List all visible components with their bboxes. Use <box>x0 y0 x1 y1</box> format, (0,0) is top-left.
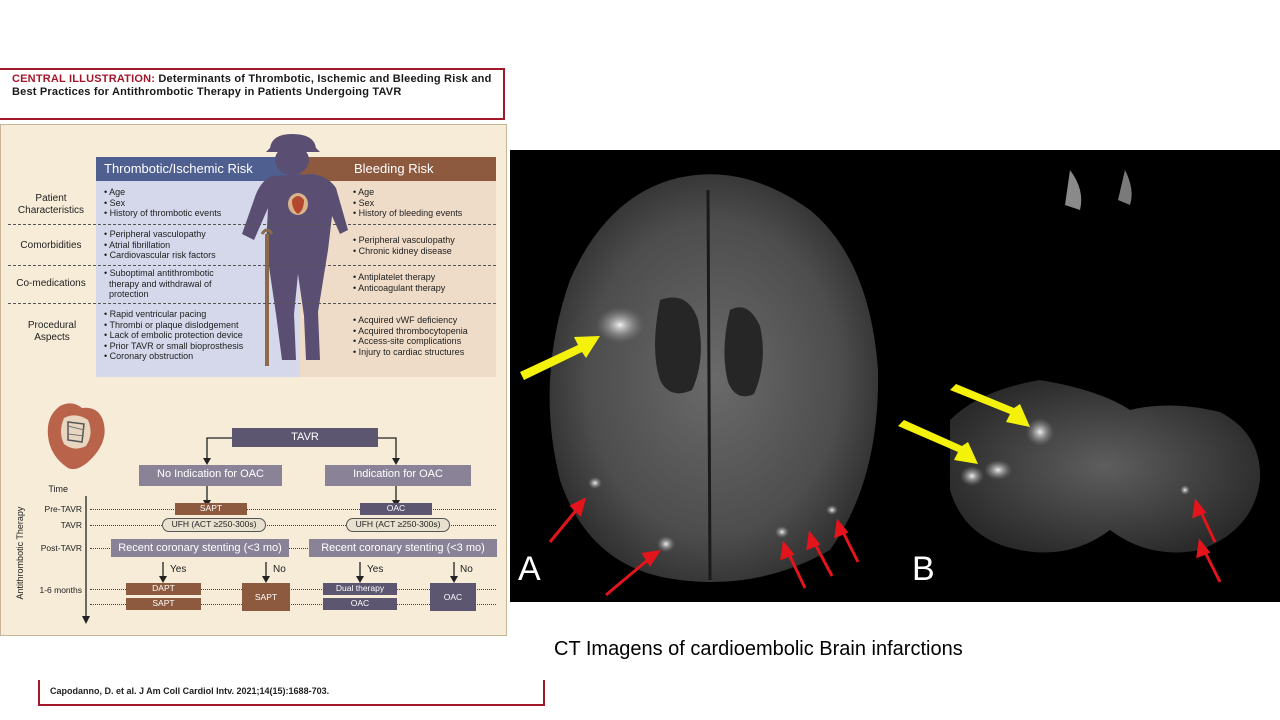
panel-label-b: B <box>912 550 935 588</box>
list-item: • Rapid ventricular pacing <box>104 309 207 319</box>
illustration-title: CENTRAL ILLUSTRATION: Determinants of Th… <box>12 73 492 99</box>
indication-oac-box: Indication for OAC <box>325 465 471 486</box>
time-row-tavr: TAVR <box>60 520 82 530</box>
right-no-oac: OAC <box>430 583 476 611</box>
right-pre-tavr-oac: OAC <box>360 503 432 515</box>
ct-brain-image: A B <box>510 150 1280 602</box>
left-pre-tavr-sapt: SAPT <box>175 503 247 515</box>
list-item: • Chronic kidney disease <box>353 245 452 256</box>
header-thrombotic-risk: Thrombotic/Ischemic Risk <box>96 157 302 181</box>
title-body: Determinants of Thrombotic, Ischemic and… <box>12 73 492 98</box>
right-recent-stenting: Recent coronary stenting (<3 mo) <box>309 539 497 557</box>
right-no-label: No <box>460 564 473 575</box>
yellow-arrows <box>520 336 1030 464</box>
list-item: • Acquired vWF deficiency <box>353 315 458 325</box>
time-label: Time <box>48 484 68 494</box>
panel-label-a: A <box>518 550 541 588</box>
list-patient-thrombotic: • Age• Sex• History of thrombotic events <box>104 187 221 219</box>
time-gridline <box>90 525 496 526</box>
list-comedications-bleeding: • Antiplatelet therapy• Anticoagulant th… <box>353 272 445 293</box>
right-yes-oac: OAC <box>323 598 397 610</box>
list-item: • Antiplatelet therapy <box>353 272 436 282</box>
right-yes-dual-therapy: Dual therapy <box>323 583 397 595</box>
no-indication-oac-box: No Indication for OAC <box>139 465 282 486</box>
list-item: • Prior TAVR or small bioprosthesis <box>104 340 244 351</box>
list-item: • Age <box>353 187 375 197</box>
left-yes-dapt: DAPT <box>126 583 201 595</box>
list-item: • Injury to cardiac structures <box>353 346 465 357</box>
title-prefix: CENTRAL ILLUSTRATION: <box>12 73 156 85</box>
list-item: • Cardiovascular risk factors <box>104 250 216 260</box>
illustration-title-frame <box>0 68 505 120</box>
list-comorbidities-bleeding: • Peripheral vasculopathy• Chronic kidne… <box>353 235 455 256</box>
row-divider <box>8 224 496 225</box>
ct-scan-graphic <box>520 170 1261 597</box>
list-item: • Lack of embolic protection device <box>104 330 243 340</box>
list-item: • Thrombi or plaque dislodgement <box>104 319 239 330</box>
left-no-sapt: SAPT <box>242 583 290 611</box>
list-item: • Sex <box>353 197 375 208</box>
list-procedural-bleeding: • Acquired vWF deficiency• Acquired thro… <box>353 315 468 357</box>
list-item: protection <box>104 289 149 299</box>
flow-connectors <box>82 437 458 624</box>
list-item: • Sex <box>104 197 126 208</box>
red-arrows <box>548 497 1222 597</box>
list-item: therapy and withdrawal of <box>104 278 212 289</box>
elderly-patient-silhouette <box>242 134 348 366</box>
right-tavr-ufh: UFH (ACT ≥250-300s) <box>346 518 450 532</box>
list-item: • Atrial fibrillation <box>104 239 171 250</box>
left-yes-sapt: SAPT <box>126 598 201 610</box>
time-row-post-tavr: Post-TAVR <box>40 543 82 553</box>
list-comorbidities-thrombotic: • Peripheral vasculopathy• Atrial fibril… <box>104 229 216 261</box>
list-patient-bleeding: • Age• Sex• History of bleeding events <box>353 187 462 219</box>
left-yes-label: Yes <box>170 564 187 575</box>
list-item: • Age <box>104 187 126 197</box>
list-item: • Acquired thrombocytopenia <box>353 325 468 336</box>
heart-valve-illustration <box>47 403 105 470</box>
header-bleeding-risk: Bleeding Risk <box>300 157 496 181</box>
row-divider <box>8 265 496 266</box>
list-procedural-thrombotic: • Rapid ventricular pacing• Thrombi or p… <box>104 309 243 362</box>
row-label-patient-characteristics: Patient Characteristics <box>17 193 85 216</box>
time-gridline <box>90 589 496 590</box>
row-divider <box>8 303 496 304</box>
row-label-co-medications: Co-medications <box>16 278 86 289</box>
list-item: • Coronary obstruction <box>104 351 194 361</box>
list-item: • Suboptimal antithrombotic <box>104 268 214 278</box>
tavr-box: TAVR <box>232 428 378 447</box>
list-item: • Peripheral vasculopathy <box>104 229 206 239</box>
citation-frame <box>38 680 545 706</box>
right-yes-label: Yes <box>367 564 384 575</box>
time-gridline <box>90 509 496 510</box>
list-item: • History of thrombotic events <box>104 208 222 218</box>
left-tavr-ufh: UFH (ACT ≥250-300s) <box>162 518 266 532</box>
list-item: • History of bleeding events <box>353 208 463 218</box>
time-row-pre-tavr: Pre-TAVR <box>44 504 82 514</box>
time-gridline <box>90 548 496 549</box>
citation: Capodanno, D. et al. J Am Coll Cardiol I… <box>50 686 330 696</box>
time-row-1-6-months: 1-6 months <box>39 585 82 595</box>
left-recent-stenting: Recent coronary stenting (<3 mo) <box>111 539 289 557</box>
list-comedications-thrombotic: • Suboptimal antithrombotic therapy and … <box>104 268 214 300</box>
left-no-label: No <box>273 564 286 575</box>
time-gridline <box>90 604 496 605</box>
row-label-comorbidities: Comorbidities <box>20 240 82 251</box>
row-label-procedural-aspects: Procedural Aspects <box>27 320 77 343</box>
ct-caption: CT Imagens of cardioembolic Brain infarc… <box>554 638 963 660</box>
list-item: • Peripheral vasculopathy <box>353 235 455 245</box>
list-item: • Access-site complications <box>353 336 462 346</box>
list-item: • Anticoagulant therapy <box>353 282 446 293</box>
